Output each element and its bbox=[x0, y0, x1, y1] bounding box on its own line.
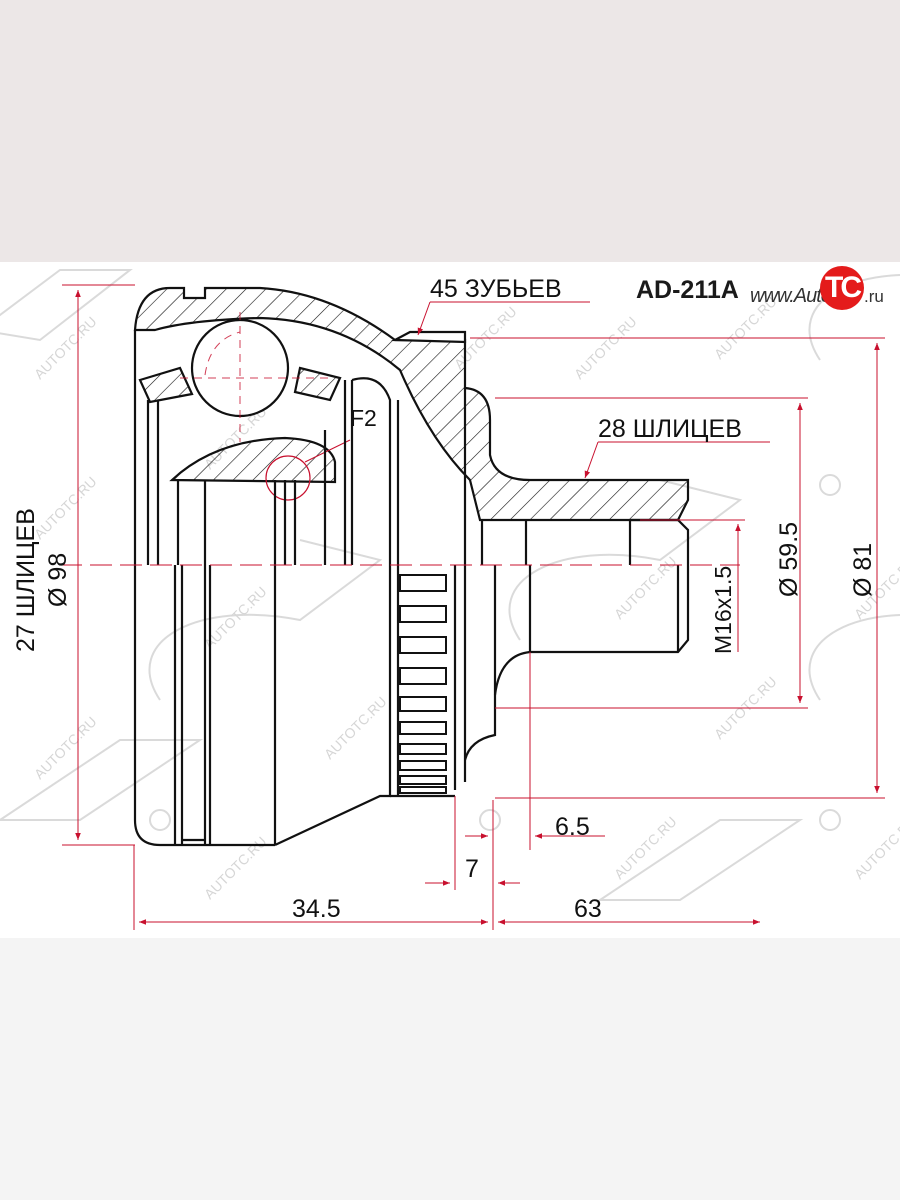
logo-suffix: .ru bbox=[864, 287, 884, 306]
housing-section bbox=[133, 286, 690, 522]
cv-joint-drawing: AUTOTC.RU AUTOTC.RU AUTOTC.RU AUTOTC.RU … bbox=[0, 269, 900, 930]
dim-length-right: 63 bbox=[574, 895, 602, 923]
logo-prefix: www.Auto bbox=[750, 285, 832, 307]
svg-text:AUTOTC.RU: AUTOTC.RU bbox=[31, 713, 100, 782]
part-number: AD-211A bbox=[636, 276, 739, 304]
callout-outer-splines: 28 ШЛИЦЕВ bbox=[598, 415, 742, 443]
dim-seal-diameter: Ø 59.5 bbox=[775, 521, 803, 597]
callout-teeth: 45 ЗУБЬЕВ bbox=[430, 275, 562, 303]
top-band bbox=[0, 0, 900, 262]
svg-text:AUTOTC.RU: AUTOTC.RU bbox=[31, 313, 100, 382]
svg-text:AUTOTC.RU: AUTOTC.RU bbox=[201, 833, 270, 902]
logo-mark-icon: TC bbox=[820, 266, 864, 310]
dim-offset-b: 7 bbox=[465, 855, 479, 883]
svg-text:AUTOTC.RU: AUTOTC.RU bbox=[611, 813, 680, 882]
callout-detail-f2: F2 bbox=[350, 405, 377, 431]
dim-length-left: 34.5 bbox=[292, 895, 341, 923]
dim-thread: M16x1.5 bbox=[710, 565, 736, 654]
svg-text:AUTOTC.RU: AUTOTC.RU bbox=[611, 553, 680, 622]
dim-offset-a: 6.5 bbox=[555, 813, 590, 841]
svg-text:AUTOTC.RU: AUTOTC.RU bbox=[321, 693, 390, 762]
svg-text:AUTOTC.RU: AUTOTC.RU bbox=[571, 313, 640, 382]
svg-text:AUTOTC.RU: AUTOTC.RU bbox=[31, 473, 100, 542]
technical-drawing: AUTOTC.RU AUTOTC.RU AUTOTC.RU AUTOTC.RU … bbox=[0, 262, 900, 938]
svg-text:AUTOTC.RU: AUTOTC.RU bbox=[851, 813, 900, 882]
abs-ring-teeth bbox=[399, 574, 447, 794]
dim-abs-diameter: Ø 81 bbox=[849, 542, 877, 597]
brand-logo: www.Auto TC .ru bbox=[720, 264, 900, 314]
callout-inner-splines: 27 ШЛИЦЕВ bbox=[12, 508, 40, 652]
dim-outer-diameter: Ø 98 bbox=[44, 552, 72, 607]
